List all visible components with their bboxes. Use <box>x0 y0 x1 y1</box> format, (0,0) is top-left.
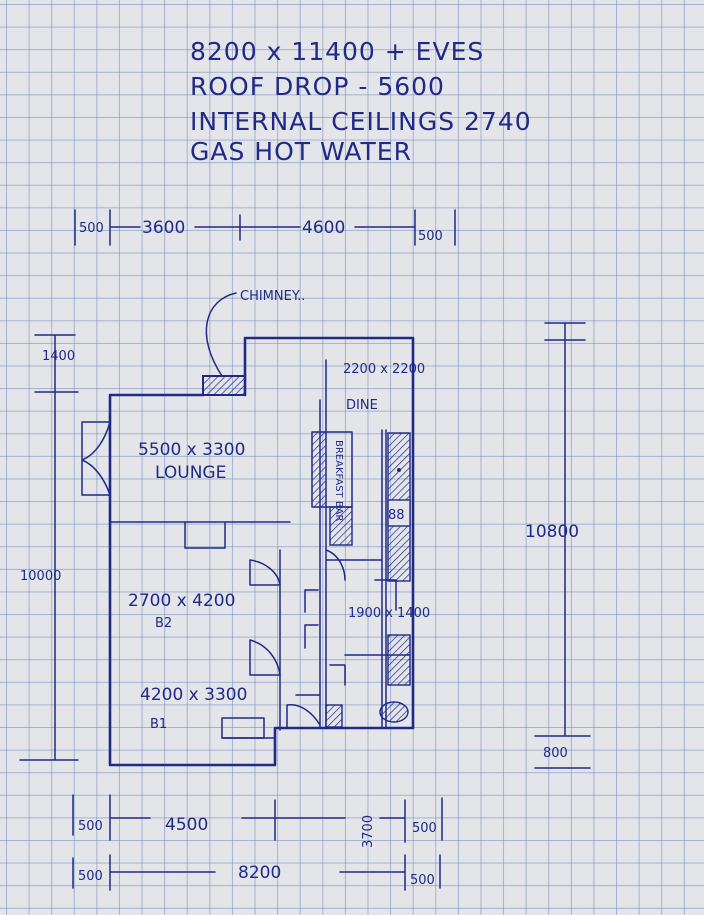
right-dimension: 10800 800 <box>525 322 591 769</box>
left-dimension: 1400 10000 <box>19 334 79 761</box>
top-dimension: 500 3600 4600 500 <box>74 209 456 246</box>
chimney-label: CHIMNEY.. <box>240 289 305 304</box>
cooktop-mark: 88 <box>388 508 405 523</box>
dine-size: 2200 x 2200 <box>343 362 425 377</box>
b2-size: 2700 x 4200 <box>128 591 235 611</box>
dim-bottom-3700: 3700 <box>361 815 376 848</box>
dim-left-1400: 1400 <box>42 349 75 364</box>
sink-dot <box>397 468 401 472</box>
note-roof-drop: ROOF DROP - 5600 <box>190 72 445 101</box>
dim-bottom-4500: 4500 <box>165 815 208 835</box>
dim-right-10800: 10800 <box>525 522 579 542</box>
room-labels: 2200 x 2200 DINE 5500 x 3300 LOUNGE 2700… <box>128 362 430 732</box>
note-hot-water: GAS HOT WATER <box>190 137 412 166</box>
dim-bottom2-left-eave: 500 <box>78 869 103 884</box>
hot-water-unit <box>325 704 343 728</box>
lounge-name: LOUNGE <box>155 463 226 483</box>
dim-top-left-eave: 500 <box>79 221 104 236</box>
walls <box>81 336 415 767</box>
b2-name: B2 <box>155 616 172 631</box>
dim-left-10000: 10000 <box>20 569 61 584</box>
b1-name: B1 <box>150 717 167 732</box>
lounge-size: 5500 x 3300 <box>138 440 245 460</box>
vanity <box>387 634 411 686</box>
bottom-dimension: 500 4500 3700 500 500 8200 500 <box>72 794 443 891</box>
bath-size: 1900 x 1400 <box>348 606 430 621</box>
dim-top-3600: 3600 <box>142 218 185 238</box>
cooktop <box>387 499 411 527</box>
dim-bottom-8200: 8200 <box>238 863 281 883</box>
chimney-box <box>202 375 246 396</box>
kitchen: BREAKFAST BAR 88 <box>311 431 411 728</box>
dine-name: DINE <box>346 398 378 413</box>
note-ceilings: INTERNAL CEILINGS 2740 <box>190 107 532 136</box>
bench <box>329 506 353 546</box>
dim-top-right-eave: 500 <box>418 229 443 244</box>
dim-right-800: 800 <box>543 746 568 761</box>
toilet <box>379 701 409 723</box>
dim-bottom2-right-eave: 500 <box>410 873 435 888</box>
note-dimensions: 8200 x 11400 + EVES <box>190 37 484 66</box>
b1-size: 4200 x 3300 <box>140 685 247 705</box>
header-notes: 8200 x 11400 + EVES ROOF DROP - 5600 INT… <box>190 37 532 166</box>
breakfast-bar-hatch <box>312 432 326 507</box>
dim-top-4600: 4600 <box>302 218 345 238</box>
dim-bottom-right-eave: 500 <box>412 821 437 836</box>
chimney: CHIMNEY.. <box>202 289 305 396</box>
breakfast-bar-label: BREAKFAST BAR <box>333 440 344 522</box>
dim-bottom-left-eave: 500 <box>78 819 103 834</box>
